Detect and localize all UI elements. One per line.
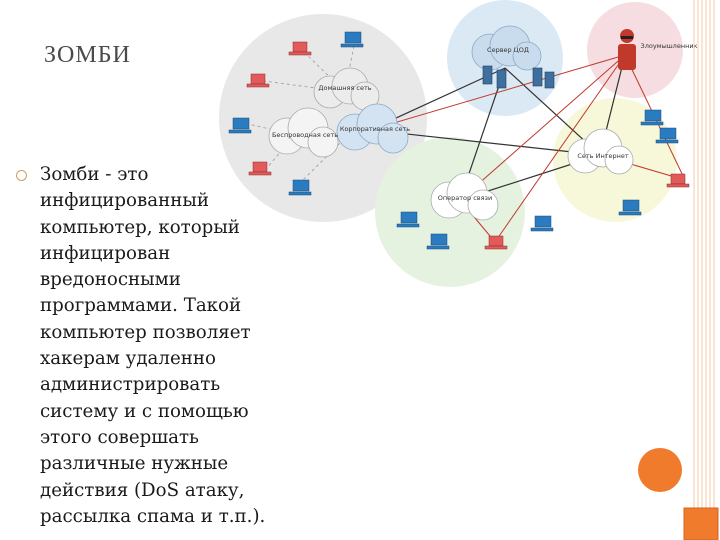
server-icon	[482, 65, 555, 89]
slide-decoration	[693, 0, 715, 540]
slide-title: Зомби	[44, 42, 131, 68]
network-diagram: Домашняя сеть Беспроводная сеть Корпорат…	[219, 0, 698, 287]
corporate-network-cloud	[336, 103, 409, 154]
label-home-network: Домашняя сеть	[318, 84, 371, 92]
wireless-network-cloud	[268, 107, 339, 158]
label-corporate-network: Корпоративная сеть	[340, 125, 410, 133]
label-isp: Оператор связи	[438, 194, 492, 202]
decor-square	[683, 507, 719, 540]
zombie-computer-icon	[246, 41, 690, 250]
bullet-text: Зомби - это инфицированный компьютер, ко…	[40, 164, 266, 527]
server-cloud	[471, 25, 542, 71]
bullet-marker	[16, 170, 27, 181]
label-internet: Сеть Интернет	[577, 152, 628, 160]
label-wireless-network: Беспроводная сеть	[272, 131, 338, 139]
home-network-cloud	[313, 67, 380, 111]
label-server: Сервер ЦОД	[487, 46, 529, 54]
attacker-icon	[618, 29, 636, 70]
internet-cloud	[567, 128, 634, 175]
decor-shapes	[638, 448, 719, 540]
decor-circle	[638, 448, 682, 492]
computer-icon	[228, 31, 679, 250]
isp-cloud	[430, 172, 499, 221]
label-attacker: Злоумышленник	[641, 42, 698, 50]
